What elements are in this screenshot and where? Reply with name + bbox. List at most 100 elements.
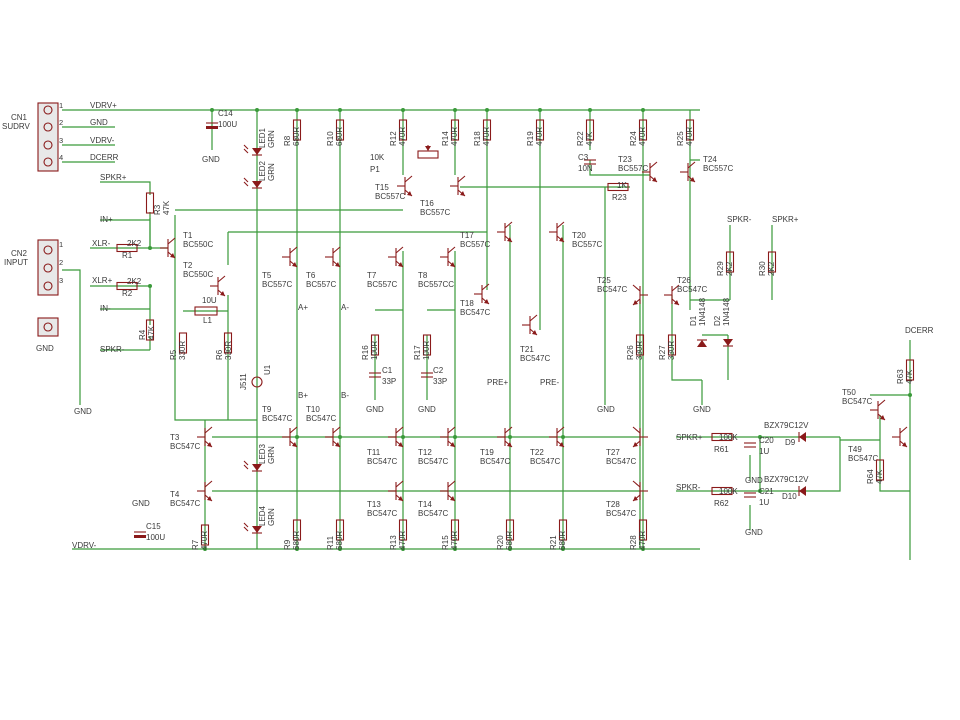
transistor-value: BC547C bbox=[460, 308, 490, 317]
net-spkr-plus-out: SPKR+ bbox=[772, 215, 799, 224]
resistor-value: 100K bbox=[719, 487, 738, 496]
net-xlr-plus: XLR+ bbox=[92, 276, 113, 285]
cn2-ref: CN2 bbox=[11, 249, 28, 258]
resistor-value: 330R bbox=[667, 341, 676, 360]
capacitor-ref: C15 bbox=[146, 522, 161, 531]
transistor-value: BC547C bbox=[842, 397, 872, 406]
led-value: GRN bbox=[267, 130, 276, 148]
transistor-value: BC557C bbox=[703, 164, 733, 173]
gnd-c14: GND bbox=[202, 155, 220, 164]
cn2-value: INPUT bbox=[4, 258, 28, 267]
net-dcerr-cn1: DCERR bbox=[90, 153, 119, 162]
transistor-ref: T8 bbox=[418, 271, 428, 280]
resistor-ref: R11 bbox=[326, 535, 335, 550]
potentiometer-ref: P1 bbox=[370, 165, 380, 174]
capacitor-ref: C20 bbox=[759, 436, 774, 445]
capacitors: C133PC233PC310NC14100UC15100UC201UC211U1… bbox=[134, 109, 774, 542]
net-vdrv-minus-rail: VDRV- bbox=[72, 541, 97, 550]
resistor-ref: R7 bbox=[191, 539, 200, 550]
transistor-value: BC557C bbox=[572, 240, 602, 249]
diode-ref: D1 bbox=[689, 315, 698, 326]
transistor-value: BC547C bbox=[597, 285, 627, 294]
resistor-ref: R24 bbox=[629, 131, 638, 146]
resistor-ref: R13 bbox=[389, 535, 398, 550]
transistor-ref: T25 bbox=[597, 276, 611, 285]
resistor-value: 680R bbox=[505, 531, 514, 550]
resistor-value: 470R bbox=[685, 127, 694, 146]
resistor-ref: R28 bbox=[629, 535, 638, 550]
transistor-value: BC550C bbox=[183, 240, 213, 249]
gnd-c2: GND bbox=[418, 405, 436, 414]
resistor-value: 470R bbox=[535, 127, 544, 146]
capacitor-value: 10N bbox=[578, 164, 593, 173]
capacitor-ref: C14 bbox=[218, 109, 233, 118]
resistor-ref: R5 bbox=[169, 349, 178, 360]
capacitor-value: 100U bbox=[218, 120, 237, 129]
resistor-value: 470R bbox=[450, 531, 459, 550]
transistor-value: BC557C bbox=[460, 240, 490, 249]
capacitor-ref: C2 bbox=[433, 366, 444, 375]
transistor-value: BC547C bbox=[367, 457, 397, 466]
net-gnd-cn1: GND bbox=[90, 118, 108, 127]
transistor-ref: T50 bbox=[842, 388, 856, 397]
transistor-value: J511 bbox=[239, 373, 248, 390]
transistor-value: BC547C bbox=[418, 509, 448, 518]
resistor-ref: R18 bbox=[473, 131, 482, 146]
resistor-ref: R20 bbox=[496, 535, 505, 550]
led-ref: LED1 bbox=[258, 127, 267, 148]
resistor-value: 470R bbox=[482, 127, 491, 146]
resistor-ref: R8 bbox=[283, 135, 292, 146]
transistor-ref: T3 bbox=[170, 433, 180, 442]
transistor-value: BC547C bbox=[262, 414, 292, 423]
resistor-ref: R26 bbox=[626, 345, 635, 360]
net-a-minus: A- bbox=[341, 303, 349, 312]
transistor-value: BC547C bbox=[677, 285, 707, 294]
cn2-pin1: 1 bbox=[59, 240, 63, 249]
resistor-value: 330R bbox=[635, 341, 644, 360]
transistor-ref: T10 bbox=[306, 405, 320, 414]
transistor-ref: T21 bbox=[520, 345, 534, 354]
transistor-value: BC547C bbox=[606, 509, 636, 518]
transistor-ref: T18 bbox=[460, 299, 474, 308]
resistor-value: 680R bbox=[335, 127, 344, 146]
junction-dots bbox=[148, 108, 912, 551]
capacitor-ref: C3 bbox=[578, 153, 589, 162]
transistor-value: BC550C bbox=[183, 270, 213, 279]
resistor-value: 100K bbox=[719, 433, 738, 442]
resistor-ref: R17 bbox=[413, 345, 422, 360]
potentiometer-value: 10K bbox=[370, 153, 385, 162]
